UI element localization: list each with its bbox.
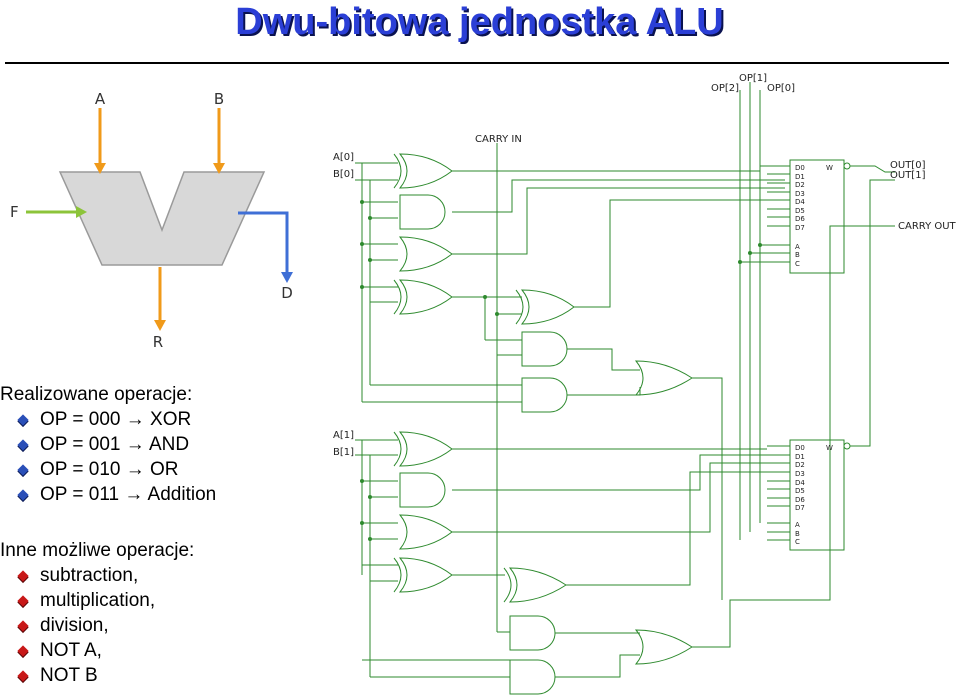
svg-text:D6: D6 [795, 215, 805, 223]
svg-text:D7: D7 [795, 224, 805, 232]
diamond-bullet-icon [17, 670, 29, 682]
svg-text:D5: D5 [795, 487, 805, 495]
list-item: OP = 000 → XOR [0, 407, 216, 432]
page-title: Dwu-bitowa jednostka ALU [235, 1, 724, 43]
svg-text:A: A [795, 521, 800, 529]
label-a1: A[1] [333, 430, 354, 441]
mux-1-labels: D0 D1 D2 D3 D4 D5 D6 D7 A B C W [795, 164, 833, 268]
list-item: multiplication, [0, 588, 194, 613]
label-op1: OP[1] [739, 73, 767, 84]
list-item: division, [0, 613, 194, 638]
label-a: A [95, 90, 106, 108]
svg-text:D5: D5 [795, 207, 805, 215]
implemented-operations-heading: Realizowane operacje: [0, 384, 193, 405]
label-carry-out: CARRY OUT [898, 221, 957, 232]
diamond-bullet-icon [17, 645, 29, 657]
label-f: F [10, 203, 19, 221]
svg-text:D3: D3 [795, 190, 805, 198]
svg-text:D2: D2 [795, 461, 805, 469]
list-item: OP = 010 → OR [0, 457, 216, 482]
diamond-bullet-icon [17, 620, 29, 632]
svg-text:A: A [795, 243, 800, 251]
alu-body [58, 171, 266, 266]
alu-symbol: A B F R D [10, 90, 293, 351]
label-op0: OP[0] [767, 83, 795, 94]
list-item: NOT B [0, 663, 194, 688]
output-d-arrow [238, 211, 289, 274]
other-operations: Inne możliwe operacje: subtraction, mult… [0, 539, 194, 688]
label-b: B [214, 90, 224, 108]
label-carry-in: CARRY IN [475, 134, 522, 145]
diamond-bullet-icon [17, 439, 29, 451]
list-item: OP = 011 → Addition [0, 482, 216, 507]
svg-text:D1: D1 [795, 173, 805, 181]
list-item: subtraction, [0, 563, 194, 588]
svg-text:D0: D0 [795, 164, 805, 172]
svg-text:C: C [795, 260, 800, 268]
other-operations-heading: Inne możliwe operacje: [0, 540, 195, 561]
diamond-bullet-icon [17, 489, 29, 501]
diamond-bullet-icon [17, 570, 29, 582]
diamond-bullet-icon [17, 464, 29, 476]
svg-text:D6: D6 [795, 496, 805, 504]
label-b1: B[1] [333, 447, 354, 458]
svg-text:B: B [795, 251, 800, 259]
svg-text:W: W [826, 444, 833, 452]
svg-text:D4: D4 [795, 479, 805, 487]
svg-text:C: C [795, 538, 800, 546]
svg-text:B: B [795, 530, 800, 538]
signal-labels: OP[2] OP[1] OP[0] CARRY IN A[0] B[0] A[1… [333, 73, 957, 458]
svg-text:D4: D4 [795, 198, 805, 206]
implemented-operations: Realizowane operacje: OP = 000 → XOR OP … [0, 383, 216, 507]
diamond-bullet-icon [17, 595, 29, 607]
svg-text:D1: D1 [795, 453, 805, 461]
svg-text:D3: D3 [795, 470, 805, 478]
list-item: NOT A, [0, 638, 194, 663]
diamond-bullet-icon [17, 414, 29, 426]
svg-text:D7: D7 [795, 504, 805, 512]
label-a0: A[0] [333, 152, 354, 163]
label-op2: OP[2] [711, 83, 739, 94]
label-d: D [281, 284, 293, 302]
label-b0: B[0] [333, 169, 354, 180]
label-out0: OUT[0] [890, 160, 926, 171]
junction-dots [360, 200, 762, 541]
title-underline [5, 62, 949, 64]
svg-text:D2: D2 [795, 181, 805, 189]
svg-text:W: W [826, 164, 833, 172]
list-item: OP = 001 → AND [0, 432, 216, 457]
label-out1: OUT[1] [890, 170, 926, 181]
mux-2-labels: D0 D1 D2 D3 D4 D5 D6 D7 A B C W [795, 444, 833, 546]
svg-text:D0: D0 [795, 444, 805, 452]
circuit [355, 82, 895, 695]
label-r: R [153, 333, 163, 351]
